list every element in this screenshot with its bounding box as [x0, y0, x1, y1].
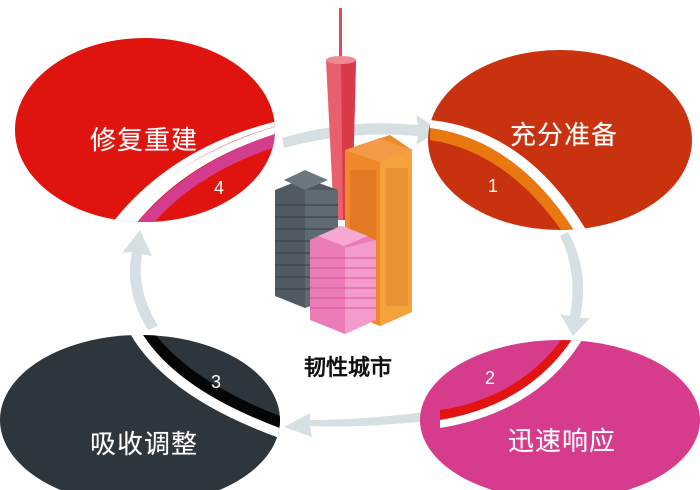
stage-1-blob — [428, 50, 692, 230]
arrow-right-icon — [560, 232, 590, 336]
stage-3-label: 吸收调整 — [90, 430, 199, 460]
arrow-left-icon — [122, 230, 158, 330]
stage-4-label: 修复重建 — [90, 126, 199, 156]
arrow-top-icon — [282, 115, 440, 148]
stage-1-number: 1 — [488, 176, 499, 196]
stage-3-number: 3 — [211, 372, 222, 392]
stage-1-label: 充分准备 — [510, 121, 619, 151]
stage-2-blob — [420, 340, 700, 490]
stage-2-number: 2 — [485, 368, 496, 388]
stage-4-blob — [15, 38, 275, 222]
stage-3-blob — [0, 335, 280, 490]
stage-2-label: 迅速响应 — [508, 427, 617, 457]
city-buildings-icon — [275, 8, 412, 334]
center-title: 韧性城市 — [304, 356, 393, 381]
cycle-arrows — [122, 115, 590, 437]
arrow-bottom-icon — [284, 412, 428, 437]
stage-4-number: 4 — [214, 178, 225, 198]
